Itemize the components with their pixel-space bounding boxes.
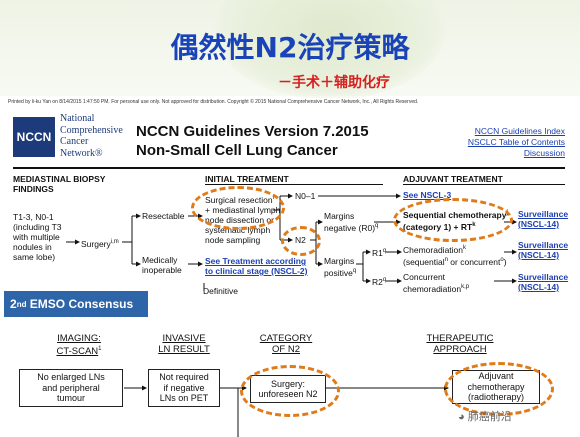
watermark: ◕ 肺癌前沿 [458,411,512,423]
highlight-oval-surgical-resection [191,186,285,230]
col-underline-initial [205,184,383,185]
col-header-adjuvant: ADJUVANT TREATMENT [403,174,503,184]
link-guidelines-index[interactable]: NCCN Guidelines Index [474,126,565,136]
header-divider [13,167,565,169]
guideline-title: NCCN Guidelines Version 7.2015 Non-Small… [136,123,369,159]
col-header-initial: INITIAL TREATMENT [205,174,289,184]
link-discussion[interactable]: Discussion [523,148,565,158]
nccn-logo: NCCN [13,117,55,157]
chemoradiation-node: Chemoradiationk (sequentialn or concurre… [403,244,507,267]
link-surveillance-2[interactable]: Surveillance(NSCL-14) [518,240,569,260]
slide-subtitle: －手术＋辅助化疗 [278,75,390,91]
slide-title: 偶然性N2治疗策略 [170,31,410,64]
nccn-org-name: National Comprehensive Cancer Network® [60,113,123,159]
highlight-oval-sequential-chemo [393,198,513,242]
col-underline-adjuvant [403,184,565,185]
link-surveillance-1[interactable]: Surveillance(NSCL-14) [518,209,569,229]
link-surveillance-3[interactable]: Surveillance(NSCL-14) [518,272,569,292]
resectable-node: Resectable [142,211,185,221]
definitive-label: Definitive [203,286,238,296]
printed-notice: Printed by li-ku Yan on 8/14/2015 1:47:5… [8,99,419,105]
highlight-oval-adjuvant [444,362,554,416]
r2-node: R2q [372,276,387,287]
wechat-icon: ◕ [458,411,465,423]
highlight-oval-n2 [281,226,321,256]
header-imaging: IMAGING: CT-SCAN1 [56,333,102,358]
n0-1-node: N0–1 [295,191,316,201]
surgery-node: Surgeryi,m [81,238,119,249]
guideline-links: NCCN Guidelines Index NSCLC Table of Con… [450,126,565,159]
link-table-of-contents[interactable]: NSCLC Table of Contents [467,137,565,147]
r1-node: R1q [372,247,387,258]
highlight-oval-unforeseen-n2 [240,365,340,417]
link-see-nscl-3[interactable]: See NSCL-3 [403,190,452,200]
